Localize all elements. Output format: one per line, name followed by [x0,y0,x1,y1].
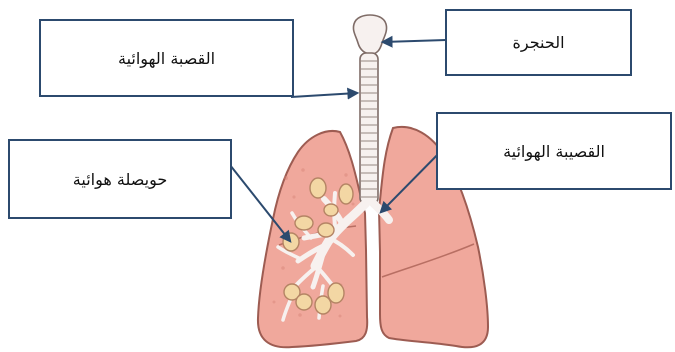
trachea-label: القصبة الهوائية [118,49,215,68]
left-lung [258,131,367,347]
larynx-shape [353,15,386,54]
trachea-label-box: القصبة الهوائية [39,19,294,97]
bronchiole-label-box: القصيبة الهوائية [436,112,672,190]
larynx-label-box: الحنجرة [445,9,632,76]
bronchiole-label: القصيبة الهوائية [503,142,605,161]
larynx-label: الحنجرة [513,33,565,52]
alveolus-label-box: حويصلة هوائية [8,139,232,219]
trachea-pointer-arrow [291,93,357,97]
alveolus-label: حويصلة هوائية [73,170,167,189]
larynx-pointer-arrow [383,40,446,42]
